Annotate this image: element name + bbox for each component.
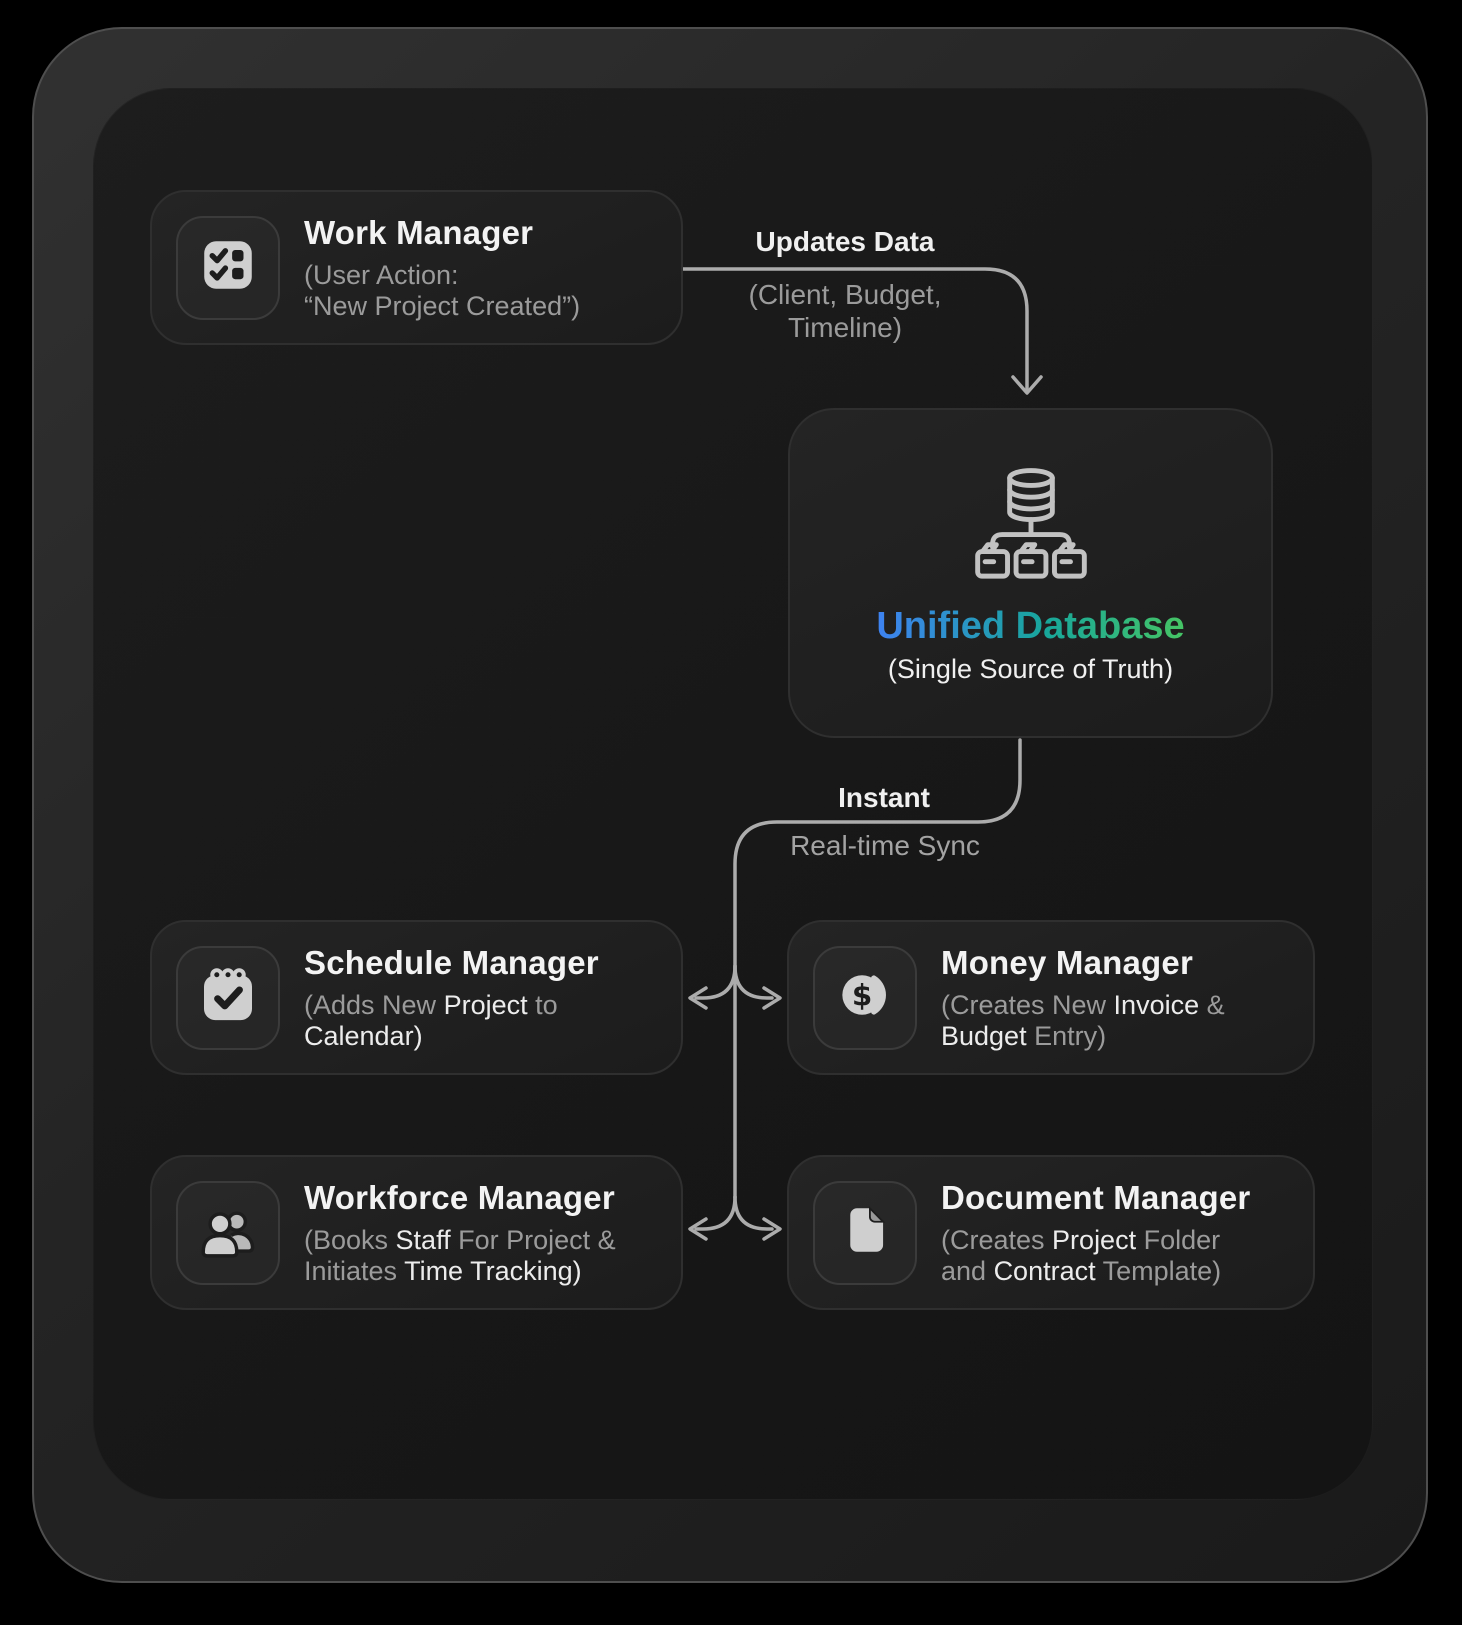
updates-data-label: Updates Data [755, 226, 935, 257]
node-title: Unified Database [876, 604, 1185, 647]
node-title: Money Manager [941, 943, 1193, 981]
node-document-manager: Document Manager (Creates Project Folder… [787, 1155, 1315, 1310]
schedule-manager-icon-tile [176, 945, 280, 1050]
workforce-manager-icon-tile [176, 1180, 280, 1285]
node-money-manager: $ Money Manager (Creates New Invoice &Bu… [787, 920, 1315, 1075]
document-manager-icon-tile [813, 1180, 917, 1285]
node-subtitle: (Creates New Invoice &Budget Entry) [941, 989, 1225, 1051]
node-subtitle: (User Action:“New Project Created”) [304, 259, 581, 321]
node-workforce-manager: Workforce Manager (Books Staff For Proje… [150, 1155, 683, 1310]
work-manager-icon-tile [176, 215, 280, 320]
realtime-sync-label: Real-time Sync [790, 830, 980, 861]
node-title: Document Manager [941, 1178, 1251, 1216]
svg-text:$: $ [852, 978, 872, 1012]
people-icon [196, 1198, 260, 1267]
calendar-check-icon [196, 963, 260, 1032]
database-network-icon [967, 462, 1095, 595]
coin-dollar-icon: $ [833, 963, 897, 1032]
checklist-icon [197, 234, 259, 301]
node-title: Schedule Manager [304, 943, 599, 981]
document-icon [834, 1199, 896, 1266]
money-manager-icon-tile: $ [813, 945, 917, 1050]
node-subtitle: (Single Source of Truth) [887, 653, 1174, 684]
node-title: Work Manager [304, 213, 534, 251]
instant-label: Instant [838, 782, 930, 813]
node-subtitle: (Books Staff For Project &Initiates Time… [304, 1224, 616, 1286]
node-work-manager: Work Manager (User Action:“New Project C… [150, 190, 683, 345]
node-unified-database: Unified Database (Single Source of Truth… [788, 408, 1273, 738]
node-title: Workforce Manager [304, 1178, 615, 1216]
updates-data-sublabel: (Client, Budget,Timeline) [748, 279, 942, 343]
